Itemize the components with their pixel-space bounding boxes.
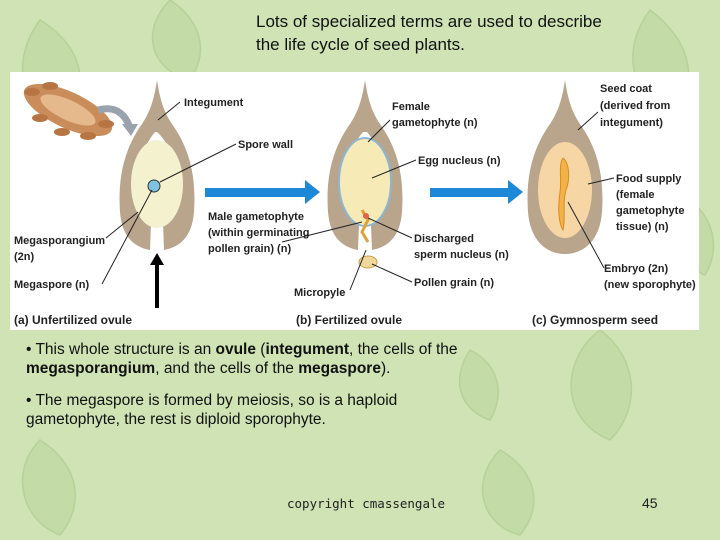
- label-male-gametophyte-2: (within germinating: [208, 227, 309, 239]
- bullet-1: • This whole structure is an ovule (inte…: [26, 341, 458, 377]
- label-embryo-1: Embryo (2n): [604, 263, 669, 275]
- label-female-gametophyte-1: Female: [392, 101, 430, 113]
- ovule-diagram: Integument Spore wall Megasporangium (2n…: [10, 72, 699, 330]
- label-pollen-grain: Pollen grain (n): [414, 277, 494, 289]
- label-megasporangium-ploidy: (2n): [14, 251, 35, 263]
- label-megasporangium: Megasporangium: [14, 235, 105, 247]
- flow-arrow-1: [205, 188, 305, 197]
- fertilized-ovule-illustration: [327, 80, 403, 269]
- label-food-supply-2: (female: [616, 189, 655, 201]
- label-male-gametophyte-1: Male gametophyte: [208, 211, 304, 223]
- label-embryo-2: (new sporophyte): [604, 279, 696, 291]
- label-food-supply-3: gametophyte: [616, 205, 684, 217]
- label-discharged-2: sperm nucleus (n): [414, 249, 509, 261]
- label-male-gametophyte-3: pollen grain) (n): [208, 243, 291, 255]
- flow-arrow-2: [430, 188, 508, 197]
- pine-cone-scale-illustration: [23, 82, 114, 140]
- label-egg-nucleus: Egg nucleus (n): [418, 155, 501, 167]
- label-discharged-1: Discharged: [414, 233, 474, 245]
- label-integument: Integument: [184, 97, 244, 109]
- page-number: 45: [642, 495, 658, 511]
- caption-a: (a) Unfertilized ovule: [14, 313, 132, 327]
- label-micropyle: Micropyle: [294, 287, 345, 299]
- label-female-gametophyte-2: gametophyte (n): [392, 117, 478, 129]
- label-food-supply-4: tissue) (n): [616, 221, 669, 233]
- label-megaspore: Megaspore (n): [14, 279, 90, 291]
- label-seed-coat-1: Seed coat: [600, 83, 652, 95]
- label-spore-wall: Spore wall: [238, 139, 293, 151]
- label-food-supply-1: Food supply: [616, 173, 682, 185]
- gymnosperm-seed-illustration: [527, 80, 603, 254]
- caption-b: (b) Fertilized ovule: [296, 313, 402, 327]
- label-seed-coat-2: (derived from: [600, 100, 671, 112]
- slide-title: Lots of specialized terms are used to de…: [256, 12, 602, 54]
- bullet-text: • This whole structure is an ovule (inte…: [26, 340, 466, 442]
- copyright-footer: copyright cmassengale: [287, 496, 446, 511]
- pointer-arrow-icon: [150, 253, 164, 308]
- label-seed-coat-3: integument): [600, 117, 663, 129]
- caption-c: (c) Gymnosperm seed: [532, 313, 658, 327]
- bullet-2: • The megaspore is formed by meiosis, so…: [26, 392, 398, 428]
